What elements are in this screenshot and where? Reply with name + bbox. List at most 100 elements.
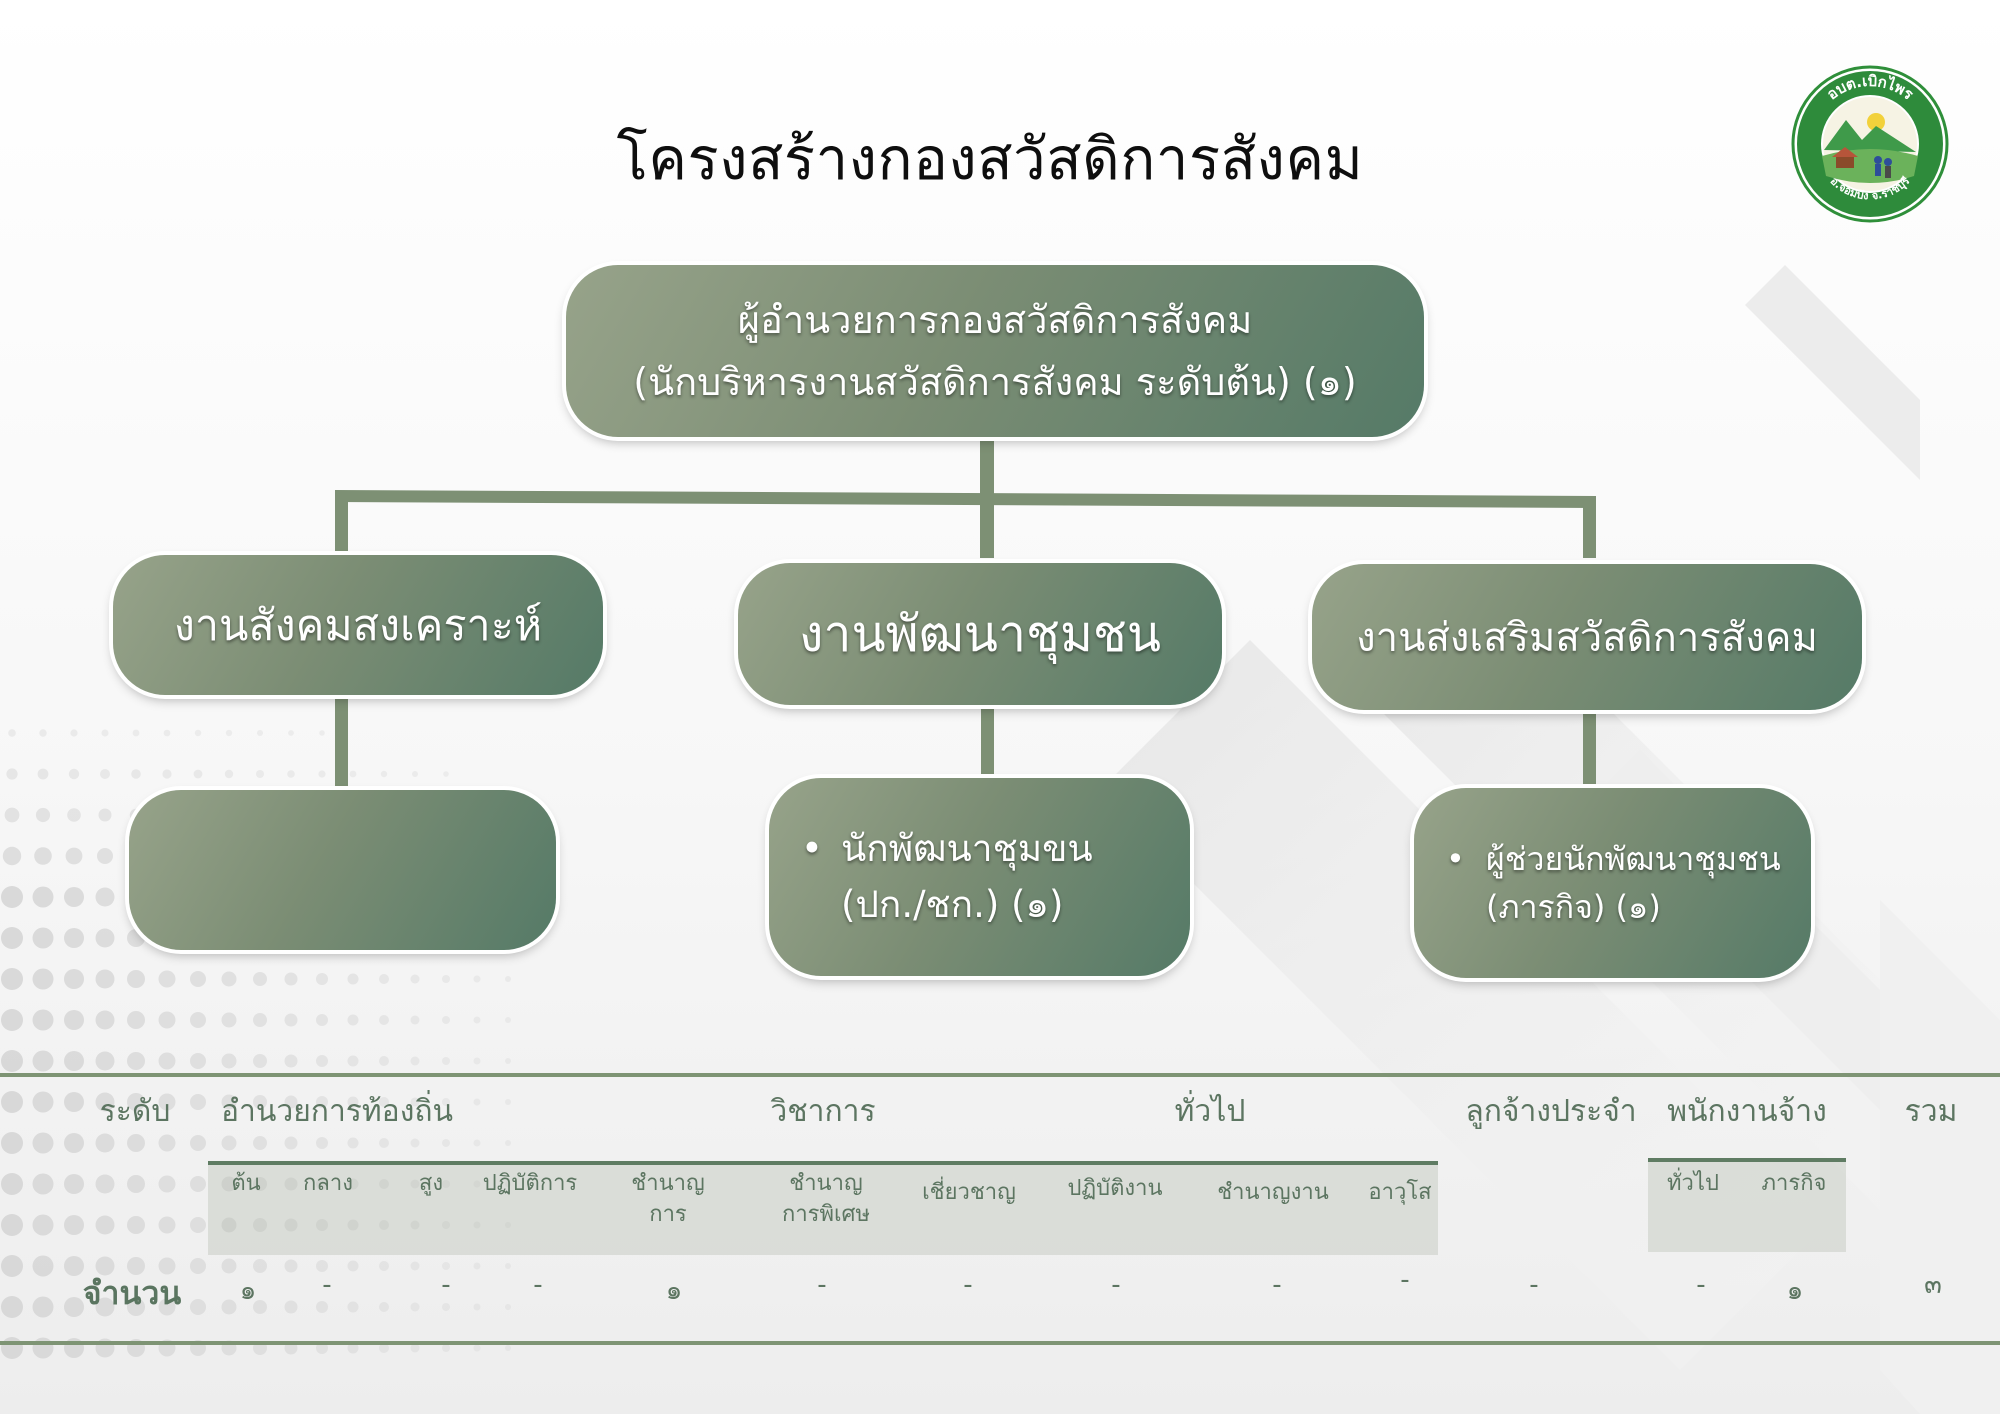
background-dot bbox=[253, 1136, 267, 1150]
background-dot bbox=[127, 1052, 145, 1070]
staff-position: นักพัฒนาชุมขน bbox=[841, 827, 1093, 870]
unit-welfare-promotion-box: งานส่งเสริมสวัสดิการสังคม bbox=[1312, 564, 1862, 710]
unit-community-development-staff-box: นักพัฒนาชุมขน (ปก./ชก.) (๑) bbox=[769, 778, 1190, 976]
background-dot bbox=[127, 1011, 145, 1029]
background-dot bbox=[256, 770, 264, 778]
value-skilled: ๑ bbox=[665, 1276, 683, 1306]
background-dot bbox=[505, 1181, 511, 1187]
background-dot bbox=[379, 1015, 389, 1025]
background-dot bbox=[95, 1297, 115, 1317]
value-operation: - bbox=[1111, 1270, 1121, 1300]
background-dot bbox=[127, 1216, 145, 1234]
background-dot bbox=[379, 1343, 389, 1353]
unit-social-welfare-work-box: งานสังคมสงเคราะห์ bbox=[113, 555, 603, 695]
background-dot bbox=[253, 972, 267, 986]
background-dot bbox=[190, 1094, 206, 1110]
background-dot bbox=[284, 1054, 298, 1068]
background-dot bbox=[473, 975, 481, 983]
background-dot bbox=[95, 1133, 115, 1153]
background-dot bbox=[473, 1098, 481, 1106]
background-dot bbox=[65, 847, 83, 865]
background-dot bbox=[380, 770, 388, 778]
unit-name: งานพัฒนาชุมชน bbox=[798, 604, 1162, 663]
background-dot bbox=[505, 1304, 511, 1310]
connector-horizontal bbox=[335, 490, 1596, 508]
background-dot bbox=[32, 1132, 54, 1154]
background-dot bbox=[158, 1052, 176, 1070]
background-dot bbox=[316, 1219, 328, 1231]
background-dot bbox=[194, 729, 202, 737]
header-local-director: อำนวยการท้องถิ่น bbox=[220, 1094, 454, 1129]
background-dot bbox=[70, 729, 78, 737]
background-dot bbox=[316, 1137, 328, 1149]
background-dot bbox=[288, 730, 294, 736]
subheader-special-line1: ชำนาญ bbox=[789, 1171, 863, 1196]
background-dot bbox=[505, 1263, 511, 1269]
background-dot bbox=[221, 1299, 237, 1315]
background-dot bbox=[101, 729, 109, 737]
background-dot bbox=[442, 975, 450, 983]
background-dot bbox=[316, 973, 328, 985]
background-dot bbox=[410, 1097, 420, 1107]
director-box: ผู้อำนวยการกองสวัสดิการสังคม (นักบริหารง… bbox=[566, 265, 1424, 437]
background-dot bbox=[316, 1096, 328, 1108]
background-dot bbox=[158, 1298, 176, 1316]
background-dot bbox=[4, 807, 20, 823]
page-title: โครงสร้างกองสวัสดิการสังคม bbox=[616, 125, 1364, 193]
background-dot bbox=[67, 808, 81, 822]
value-permanent: - bbox=[1529, 1270, 1539, 1300]
background-dot bbox=[410, 1056, 420, 1066]
value-skilled-work: - bbox=[1272, 1270, 1282, 1300]
background-dot bbox=[284, 1177, 298, 1191]
background-dot bbox=[190, 1258, 206, 1274]
subheader-high: สูง bbox=[418, 1171, 444, 1196]
subheader-special: ชำนาญ การพิเศษ bbox=[782, 1168, 870, 1230]
background-dot bbox=[158, 1011, 176, 1029]
value-total: ๓ bbox=[1924, 1270, 1942, 1300]
background-dot bbox=[442, 1180, 450, 1188]
background-dot bbox=[1, 1173, 23, 1195]
background-dot bbox=[505, 1058, 511, 1064]
staff-list: ผู้ช่วยนักพัฒนาชุมชน (ภารกิจ) (๑) bbox=[1414, 835, 1781, 931]
background-dot bbox=[443, 771, 449, 777]
row-label-count: จำนวน bbox=[82, 1274, 182, 1312]
background-dot bbox=[347, 1096, 359, 1108]
subheader-expert: เชี่ยวชาญ bbox=[922, 1180, 1016, 1205]
background-dot bbox=[379, 1220, 389, 1230]
header-total: รวม bbox=[1904, 1094, 1958, 1129]
background-dot bbox=[32, 1173, 54, 1195]
background-dot bbox=[316, 1342, 328, 1354]
background-dot bbox=[442, 1221, 450, 1229]
background-dot bbox=[68, 768, 80, 780]
subheader-skilled-line1: ชำนาญ bbox=[631, 1171, 705, 1196]
connector-left-down bbox=[335, 496, 348, 552]
background-dot bbox=[1, 1091, 23, 1113]
background-dot bbox=[64, 969, 84, 989]
background-dot bbox=[257, 730, 263, 736]
value-expert: - bbox=[963, 1270, 973, 1300]
background-dot bbox=[1, 1009, 23, 1031]
background-dot bbox=[64, 928, 84, 948]
background-dot bbox=[95, 1215, 115, 1235]
background-dot bbox=[95, 1051, 115, 1071]
unit-social-welfare-staff-box bbox=[129, 790, 556, 950]
background-dot bbox=[505, 1140, 511, 1146]
subheader-operation: ปฏิบัติงาน bbox=[1067, 1176, 1163, 1201]
background-dot bbox=[442, 1344, 450, 1352]
background-dot bbox=[34, 847, 52, 865]
table-bottom-rule bbox=[0, 1341, 2000, 1345]
background-dot bbox=[95, 1010, 115, 1030]
background-dot bbox=[221, 971, 237, 987]
connector-right-sub bbox=[1583, 714, 1596, 784]
background-dot bbox=[410, 1302, 420, 1312]
connector-center-sub bbox=[981, 708, 994, 774]
unit-welfare-promotion-staff-box: ผู้ช่วยนักพัฒนาชุมชน (ภารกิจ) (๑) bbox=[1414, 788, 1811, 978]
value-middle: - bbox=[322, 1270, 332, 1300]
background-dot bbox=[225, 729, 233, 737]
background-dot bbox=[158, 1134, 176, 1152]
subheader-skilled-work: ชำนาญงาน bbox=[1217, 1180, 1329, 1205]
background-dot bbox=[410, 974, 420, 984]
background-dot bbox=[190, 1053, 206, 1069]
background-dot bbox=[253, 1095, 267, 1109]
subheader-special-line2: การพิเศษ bbox=[782, 1202, 870, 1227]
